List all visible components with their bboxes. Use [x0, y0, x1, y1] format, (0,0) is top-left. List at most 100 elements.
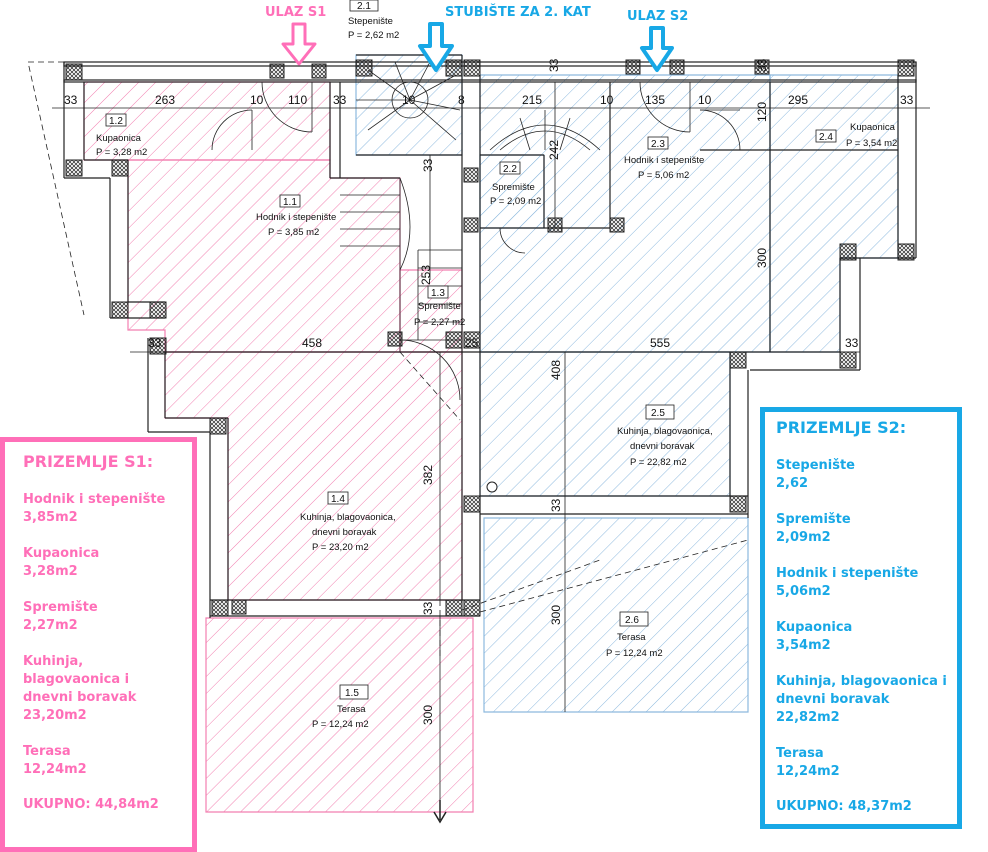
dim: 242 [547, 140, 561, 160]
legend-s1-item: Hodnik i stepenište 3,85m2 [23, 491, 192, 527]
legend-item-name: Spremište [23, 600, 98, 615]
legend-item-name: Hodnik i stepenište [23, 492, 166, 507]
dim: 10 [402, 93, 416, 107]
dim: 382 [421, 465, 435, 485]
legend-item-area: 3,54m2 [776, 638, 831, 653]
svg-text:2.1: 2.1 [357, 1, 371, 12]
svg-text:Kuhinja, blagovaonica,: Kuhinja, blagovaonica, [617, 426, 713, 437]
svg-text:1.4: 1.4 [331, 494, 345, 505]
legend-s1-item: Kupaonica 3,28m2 [23, 545, 192, 581]
legend-item-area: 22,82m2 [776, 710, 840, 725]
room-2-1-label: 2.1 Stepenište P = 2,62 m2 [348, 0, 399, 41]
room-2-3-area [479, 74, 771, 353]
dim: 33 [755, 58, 769, 72]
room-1-1-label: 1.1 Hodnik i stepenište P = 3,85 m2 [256, 194, 336, 238]
legend-item-area: 23,20m2 [23, 708, 87, 723]
legend-item-area: 3,28m2 [23, 564, 78, 579]
dim: 295 [788, 93, 808, 107]
room-2-2-label: 2.2 Spremište P = 2,09 m2 [490, 161, 541, 207]
room-1-2-label: 1.2 Kupaonica P = 3,28 m2 [96, 113, 147, 158]
svg-text:P = 3,28 m2: P = 3,28 m2 [96, 147, 147, 158]
legend-item-name: Kupaonica [23, 546, 100, 561]
legend-item-name: Stepenište [776, 458, 855, 473]
svg-text:P = 5,06 m2: P = 5,06 m2 [638, 170, 689, 181]
legend-s1-title: PRIZEMLJE S1: [23, 452, 154, 471]
dim: 33 [547, 58, 561, 72]
room-2-5-label: 2.5 Kuhinja, blagovaonica, dnevni borava… [617, 404, 713, 468]
svg-text:1.1: 1.1 [283, 197, 297, 208]
legend-s2: PRIZEMLJE S2: Stepenište 2,62 Spremište … [760, 407, 962, 829]
dim: 33 [333, 93, 347, 107]
room-2-4-label: 2.4 Kupaonica P = 3,54 m2 [815, 122, 897, 149]
room-2-6-area [483, 517, 749, 713]
legend-s1-total: UKUPNO: 44,84m2 [23, 797, 159, 812]
columns [65, 59, 915, 617]
room-1-5-area [205, 617, 474, 813]
dim: 555 [650, 336, 670, 350]
legend-s2-item: Hodnik i stepenište 5,06m2 [776, 565, 957, 601]
legend-item-area: 2,09m2 [776, 530, 831, 545]
legend-item-area: 12,24m2 [776, 764, 840, 779]
dim: 300 [755, 248, 769, 268]
dim: 10 [698, 93, 712, 107]
legend-s1-item: Terasa 12,24m2 [23, 743, 192, 779]
dim: 33 [148, 336, 162, 350]
svg-text:Stepenište: Stepenište [348, 16, 393, 27]
stairs [340, 61, 601, 352]
legend-s2-total: UKUPNO: 48,37m2 [776, 799, 912, 814]
room-1-3-label: 1.3 Spremište P = 2,27 m2 [414, 285, 465, 328]
legend-item-name: Terasa [23, 744, 71, 759]
svg-text:P = 22,82 m2: P = 22,82 m2 [630, 457, 687, 468]
dim: 8 [458, 93, 465, 107]
ulaz-s2-label: ULAZ S2 [627, 9, 688, 24]
legend-item-name: Kupaonica [776, 620, 853, 635]
room-2-4-area [769, 74, 899, 353]
svg-text:dnevni boravak: dnevni boravak [312, 527, 377, 538]
svg-text:Spremište: Spremište [492, 182, 535, 193]
dim: 10 [600, 93, 614, 107]
svg-text:P = 12,24 m2: P = 12,24 m2 [312, 719, 369, 730]
svg-text:2.2: 2.2 [503, 164, 517, 175]
legend-item-area: 3,85m2 [23, 510, 78, 525]
room-2-3-label: 2.3 Hodnik i stepenište P = 5,06 m2 [624, 136, 704, 181]
dim: 33 [64, 93, 78, 107]
room-1-5-label: 1.5 Terasa P = 12,24 m2 [312, 684, 369, 730]
room-2-6-label: 2.6 Terasa P = 12,24 m2 [606, 611, 663, 659]
stubiste-arrow-icon [418, 22, 454, 72]
legend-item-area: 2,27m2 [23, 618, 78, 633]
doors [211, 81, 741, 401]
room-1-1-area [127, 159, 401, 353]
legend-item-area: 5,06m2 [776, 584, 831, 599]
legend-s2-item: Kupaonica 3,54m2 [776, 619, 957, 655]
ulaz-s2-arrow-icon [640, 26, 674, 72]
svg-text:P = 3,54 m2: P = 3,54 m2 [846, 138, 897, 149]
svg-text:Kuhinja, blagovaonica,: Kuhinja, blagovaonica, [300, 512, 396, 523]
svg-text:Spremište: Spremište [418, 301, 461, 312]
stubiste-label: STUBIŠTE ZA 2. KAT [445, 4, 591, 20]
room-labels: 1.2 Kupaonica P = 3,28 m2 1.1 Hodnik i s… [96, 0, 897, 730]
dim: 33 [421, 601, 435, 615]
dim: 10 [250, 93, 264, 107]
dim: 215 [522, 93, 542, 107]
legend-s2-item: Stepenište 2,62 [776, 457, 957, 493]
dim: 300 [549, 605, 563, 625]
legend-s2-item: Kuhinja, blagovaonica i dnevni boravak 2… [776, 673, 956, 727]
ulaz-s1-label: ULAZ S1 [265, 5, 326, 20]
svg-text:2.3: 2.3 [651, 139, 665, 150]
legend-s1-item: Kuhinja, blagovaonica i dnevni boravak 2… [23, 653, 173, 725]
dim: 458 [302, 336, 322, 350]
svg-text:1.3: 1.3 [431, 288, 445, 299]
legend-s2-item: Spremište 2,09m2 [776, 511, 957, 547]
dim: 33 [549, 498, 563, 512]
room-1-4-label: 1.4 Kuhinja, blagovaonica, dnevni borava… [300, 491, 396, 553]
svg-text:Hodnik i stepenište: Hodnik i stepenište [624, 155, 704, 166]
svg-text:1.5: 1.5 [345, 688, 359, 699]
dim: 120 [755, 102, 769, 122]
legend-item-area: 12,24m2 [23, 762, 87, 777]
dim: 25 [465, 336, 479, 350]
svg-text:Terasa: Terasa [617, 632, 646, 643]
svg-text:Kupaonica: Kupaonica [96, 133, 142, 144]
svg-text:P = 2,09 m2: P = 2,09 m2 [490, 196, 541, 207]
room-2-5-area [479, 351, 731, 497]
